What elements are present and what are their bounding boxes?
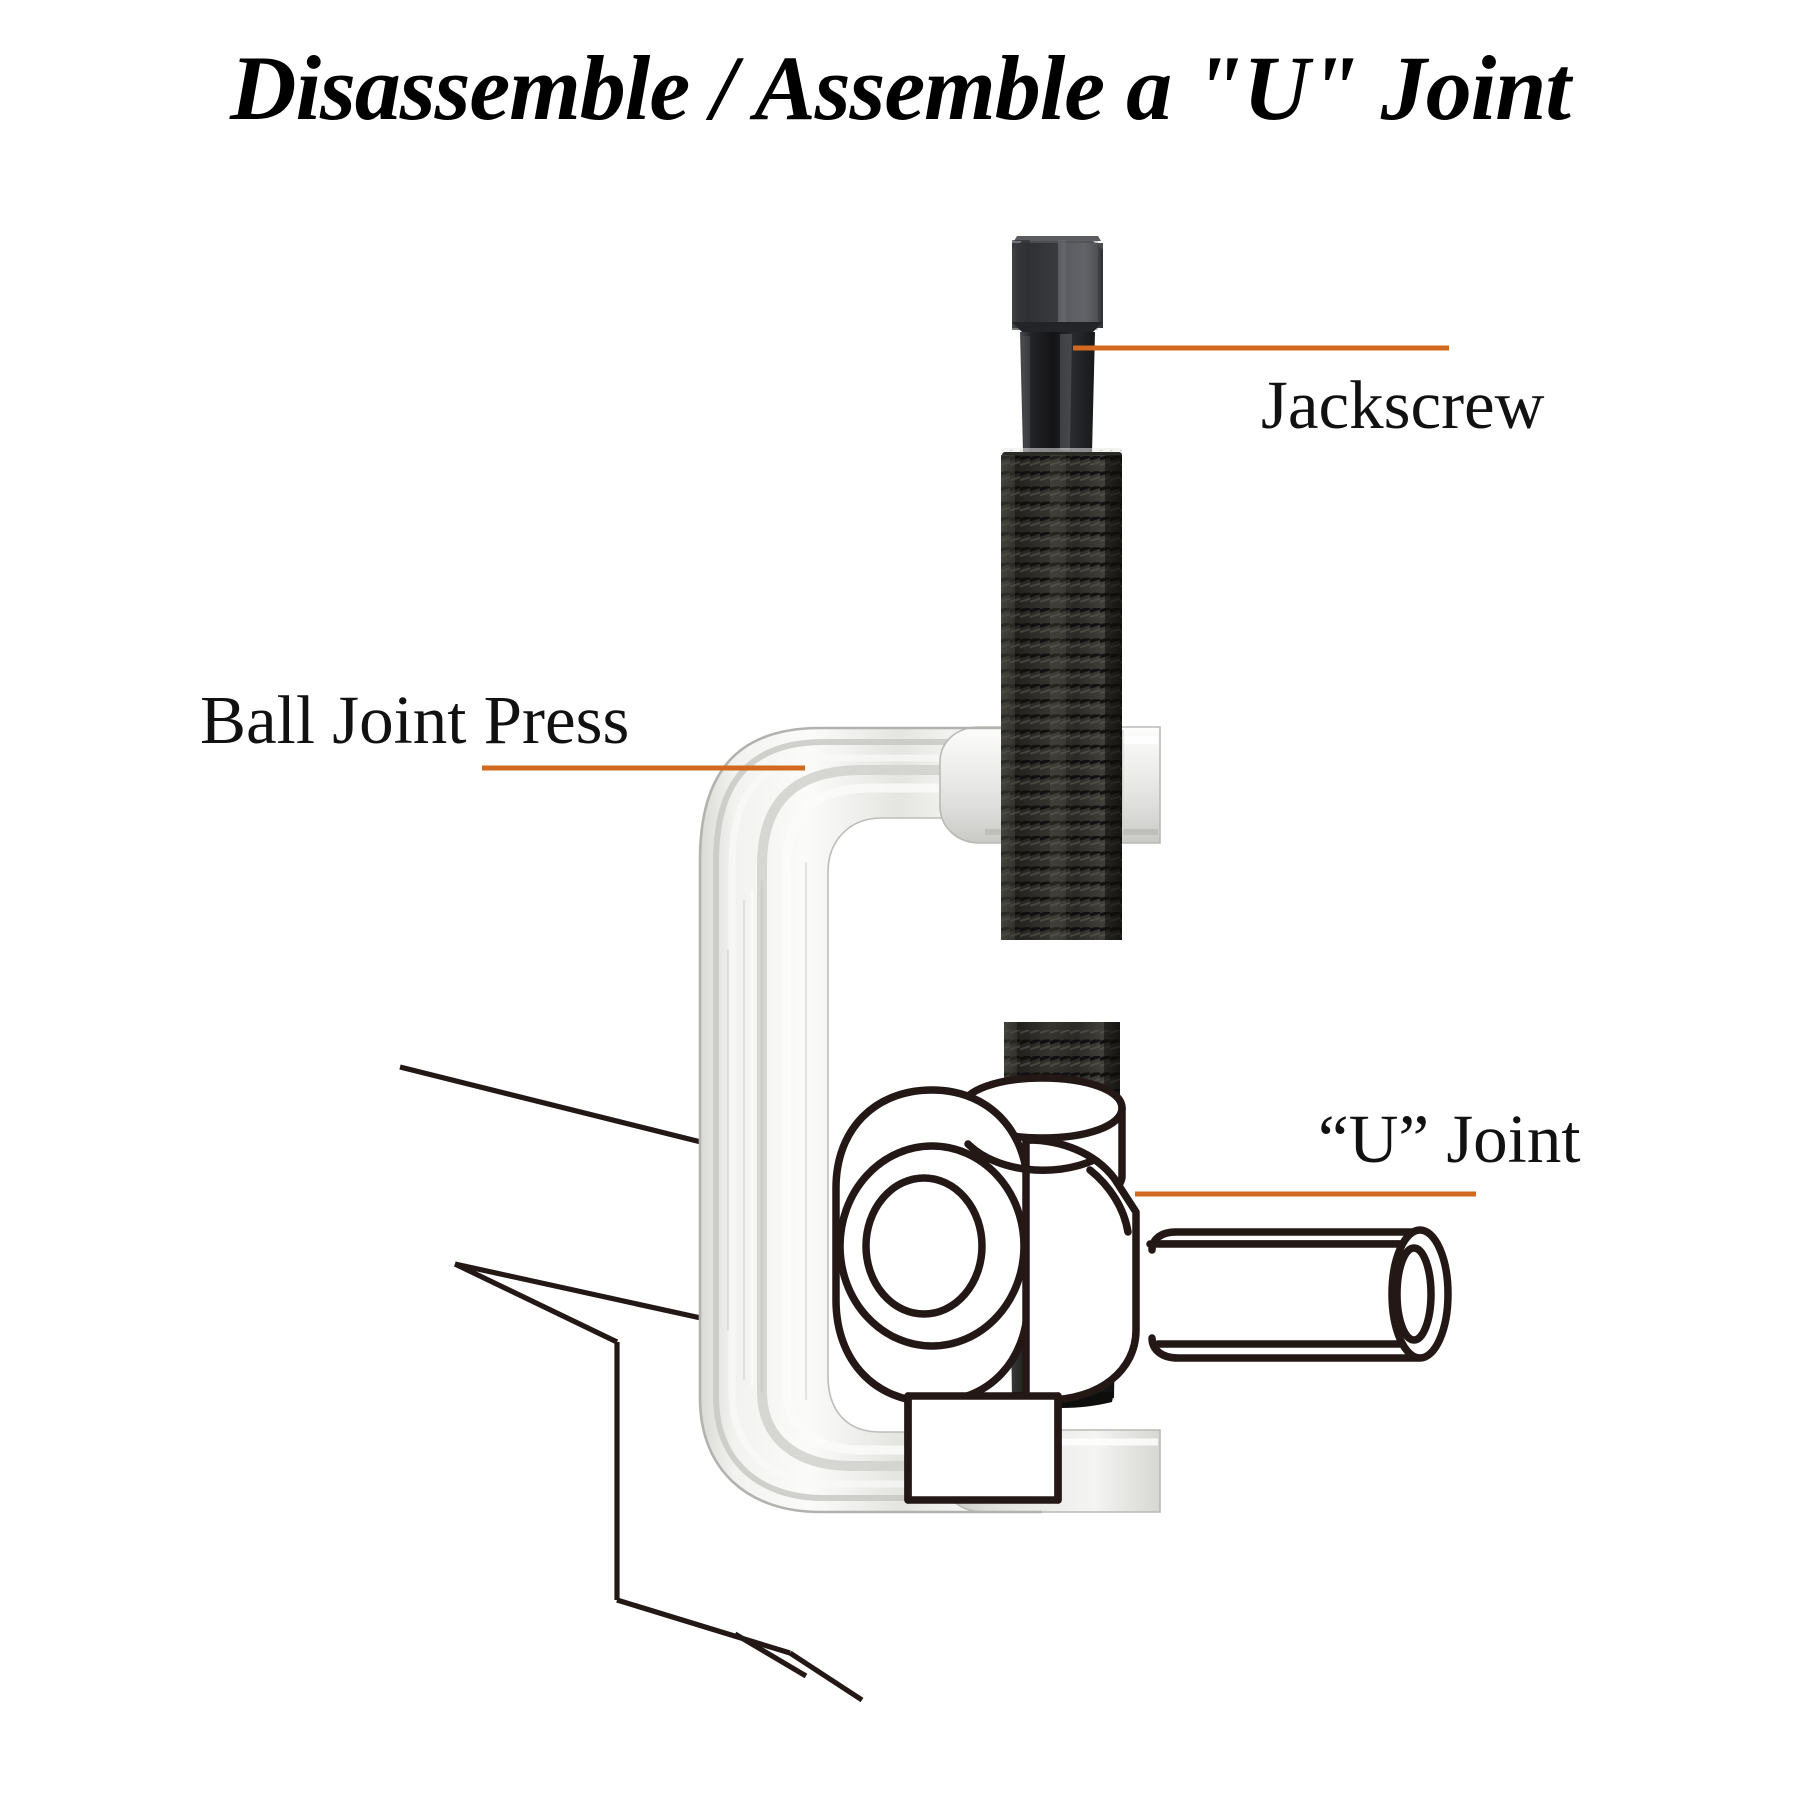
callout-label-jackscrew: Jackscrew: [1261, 367, 1545, 443]
callout-label-u-joint: “U” Joint: [1318, 1101, 1581, 1177]
callout-label-ball-joint-press: Ball Joint Press: [200, 682, 630, 758]
u-joint-outline: [832, 1074, 1140, 1504]
page-title: Disassemble / Assemble a "U" Joint: [230, 37, 1571, 139]
leader-lines: [482, 345, 1476, 1197]
driveshaft-outline: [1146, 1226, 1452, 1362]
